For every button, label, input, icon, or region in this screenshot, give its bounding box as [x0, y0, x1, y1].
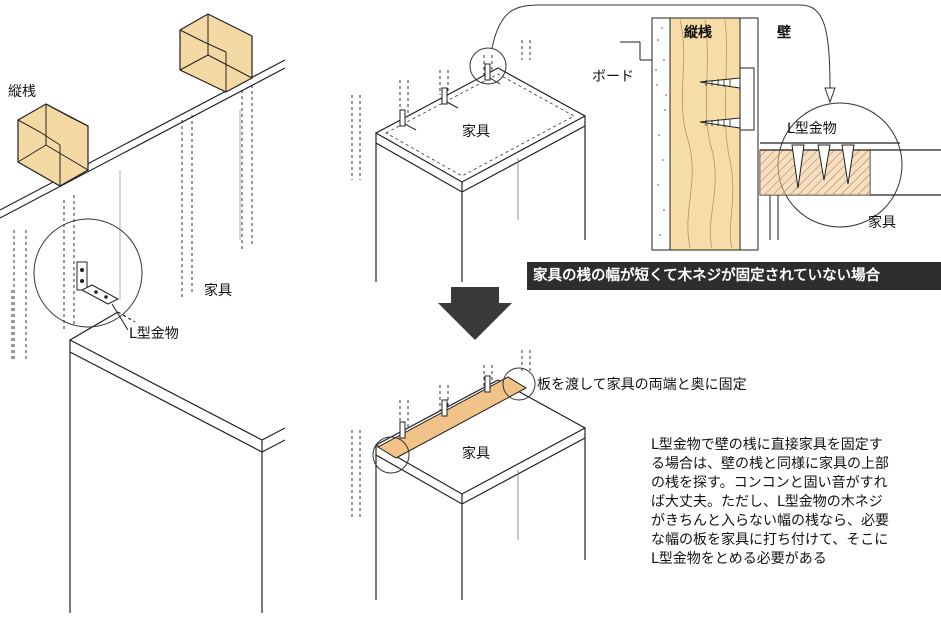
- zoom-circle-left: [33, 218, 143, 328]
- label-tatesan-left: 縦桟: [8, 84, 36, 100]
- label-plank-note: 板を渡して家具の両端と奥に固定: [537, 377, 747, 393]
- detail-cross-section: [620, 17, 941, 251]
- label-furniture-detail: 家具: [868, 215, 896, 231]
- zoom-circle-bottom-left: [372, 436, 410, 474]
- label-l-bracket-left: L型金物: [129, 326, 179, 342]
- label-furniture-top: 家具: [462, 124, 490, 140]
- plank: [376, 376, 528, 459]
- caption-line: L型金物で壁の桟に直接家具を固定す: [651, 437, 883, 453]
- top-center-illustration: [351, 4, 836, 282]
- down-arrow: [438, 287, 512, 340]
- label-wall-detail: 壁: [777, 25, 791, 41]
- label-board-detail: ボード: [592, 69, 634, 85]
- caption-line: L型金物をとめる必要がある: [651, 551, 827, 567]
- left-illustration: [0, 13, 286, 613]
- caption-line: ば大丈夫。ただし、L型金物の木ネジ: [651, 494, 883, 510]
- banner-note: 家具の桟の幅が短くて木ネジが固定されていない場合: [527, 262, 941, 290]
- l-bracket-left: [76, 261, 120, 305]
- stud-block-right: [179, 13, 253, 93]
- caption-line: る場合は、壁の桟と同様に家具の上部: [651, 456, 889, 472]
- stud-block-left: [17, 103, 89, 187]
- caption-line: の桟を探す。コンコンと固い音がすれ: [651, 475, 888, 491]
- label-furniture-bottom: 家具: [462, 446, 490, 462]
- furniture-large: [69, 311, 286, 613]
- label-furniture-left: 家具: [204, 283, 232, 299]
- label-tatesan-detail: 縦桟: [684, 25, 712, 41]
- caption-line: な幅の板を家具に打ち付けて、そこに: [651, 532, 889, 548]
- zoom-circle-bottom-right: [502, 367, 536, 401]
- caption-text: L型金物で壁の桟に直接家具を固定す る場合は、壁の桟と同様に家具の上部 の桟を探…: [651, 436, 941, 569]
- label-l-bracket-detail: L型金物: [787, 121, 837, 137]
- zoom-circle-top: [469, 47, 507, 85]
- bottom-center-illustration: [351, 350, 587, 600]
- caption-line: がきちんと入らない幅の桟なら、必要: [651, 513, 889, 529]
